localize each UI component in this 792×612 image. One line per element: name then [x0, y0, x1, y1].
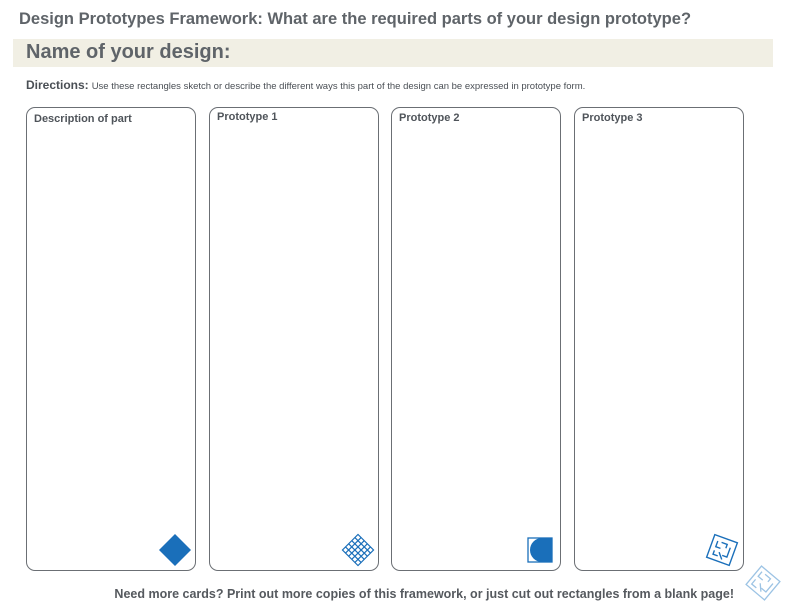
maze-diamond-icon [705, 533, 739, 567]
card-prototype-2[interactable]: Prototype 2 [391, 107, 561, 571]
card-title: Prototype 1 [217, 111, 278, 123]
card-prototype-1[interactable]: Prototype 1 [209, 107, 379, 571]
crescent-square-icon [527, 537, 553, 563]
directions-text: Use these rectangles sketch or describe … [91, 81, 586, 92]
design-name-band: Name of your design: [13, 39, 773, 67]
card-title: Description of part [34, 113, 132, 125]
grid-diamond-icon [340, 532, 376, 568]
logo-maze-icon [744, 564, 782, 607]
page-title: Design Prototypes Framework: What are th… [19, 10, 692, 28]
diamond-icon [158, 533, 192, 567]
card-title: Prototype 3 [582, 112, 643, 124]
footer-note: Need more cards? Print out more copies o… [114, 587, 734, 601]
directions-label: Directions: [26, 78, 89, 92]
directions: Directions:Use these rectangles sketch o… [26, 76, 585, 94]
card-prototype-3[interactable]: Prototype 3 [574, 107, 744, 571]
card-description-of-part[interactable]: Description of part [26, 107, 196, 571]
card-title: Prototype 2 [399, 112, 460, 124]
design-name-label: Name of your design: [26, 41, 231, 63]
